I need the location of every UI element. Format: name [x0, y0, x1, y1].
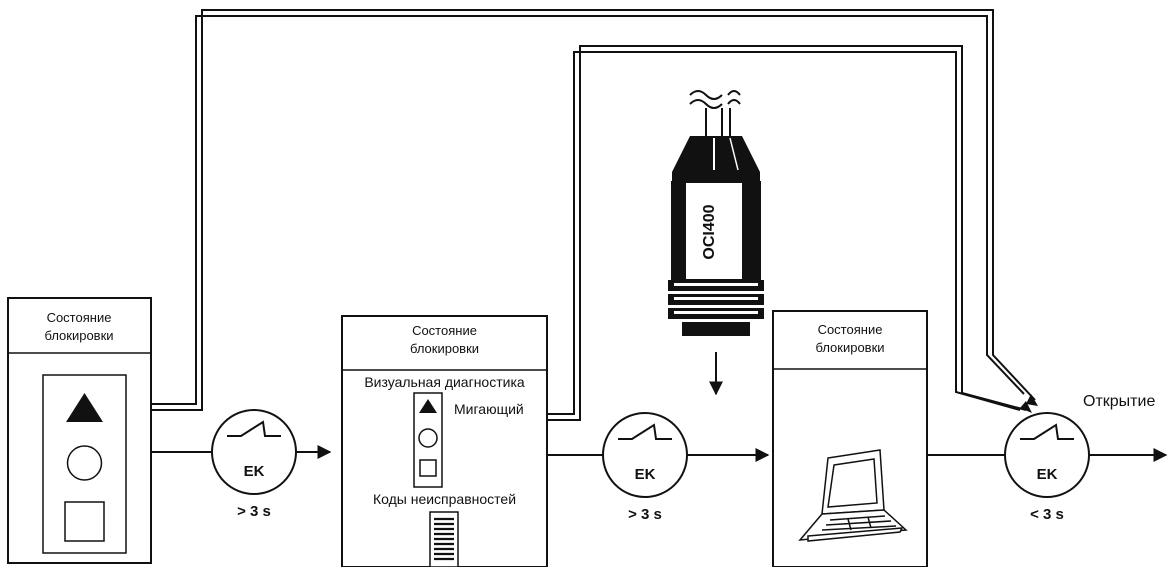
bypass-arrowhead	[1026, 394, 1038, 406]
left-block-title-2: блокировки	[44, 328, 113, 343]
ek-label: EK	[1037, 466, 1058, 483]
ek-label: EK	[635, 466, 656, 483]
bypass-arrowhead	[1020, 401, 1032, 413]
circle-indicator-icon	[66, 445, 103, 481]
switch-time-label: > 3 s	[237, 503, 271, 520]
bypass-path-inner	[547, 45, 1027, 421]
middle-block-title-1: Состояние	[412, 323, 477, 338]
right-lockout-block: Состояние блокировки	[772, 310, 928, 567]
square-indicator-icon	[64, 501, 105, 542]
ek-switch-2: EK > 3 s	[602, 412, 688, 523]
circle-indicator-icon	[418, 428, 438, 448]
switch-time-label: < 3 s	[1030, 506, 1064, 523]
square-indicator-icon	[419, 459, 437, 477]
blinking-label: Мигающий	[454, 401, 524, 417]
left-indicator-panel	[42, 374, 127, 554]
visual-diagnostics-label: Визуальная диагностика	[364, 374, 525, 390]
laptop-icon	[798, 449, 908, 542]
fault-code-list-icon	[429, 511, 459, 567]
left-block-title-1: Состояние	[47, 310, 112, 325]
triangle-indicator-icon	[419, 399, 437, 413]
ek-switch-1: EK > 3 s	[211, 409, 297, 520]
blinking-indicator-panel	[413, 392, 443, 488]
middle-block-title-2: блокировки	[410, 341, 479, 356]
ek-switch-3: EK < 3 s	[1004, 412, 1090, 523]
middle-lockout-block: Состояние блокировки Визуальная диагност…	[341, 315, 548, 567]
switch-time-label: > 3 s	[628, 506, 662, 523]
right-block-title-2: блокировки	[815, 340, 884, 355]
right-block-title-1: Состояние	[818, 322, 883, 337]
oci400-label: OCI400	[701, 204, 718, 259]
triangle-indicator-icon	[66, 393, 103, 422]
opening-label: Открытие	[1083, 393, 1155, 410]
fault-codes-label: Коды неисправностей	[373, 491, 516, 507]
oci400-interface-icon: OCI400	[668, 90, 764, 336]
bypass-path-outer	[151, 9, 1036, 411]
ek-label: EK	[244, 463, 265, 480]
left-lockout-block: Состояние блокировки	[7, 297, 152, 564]
